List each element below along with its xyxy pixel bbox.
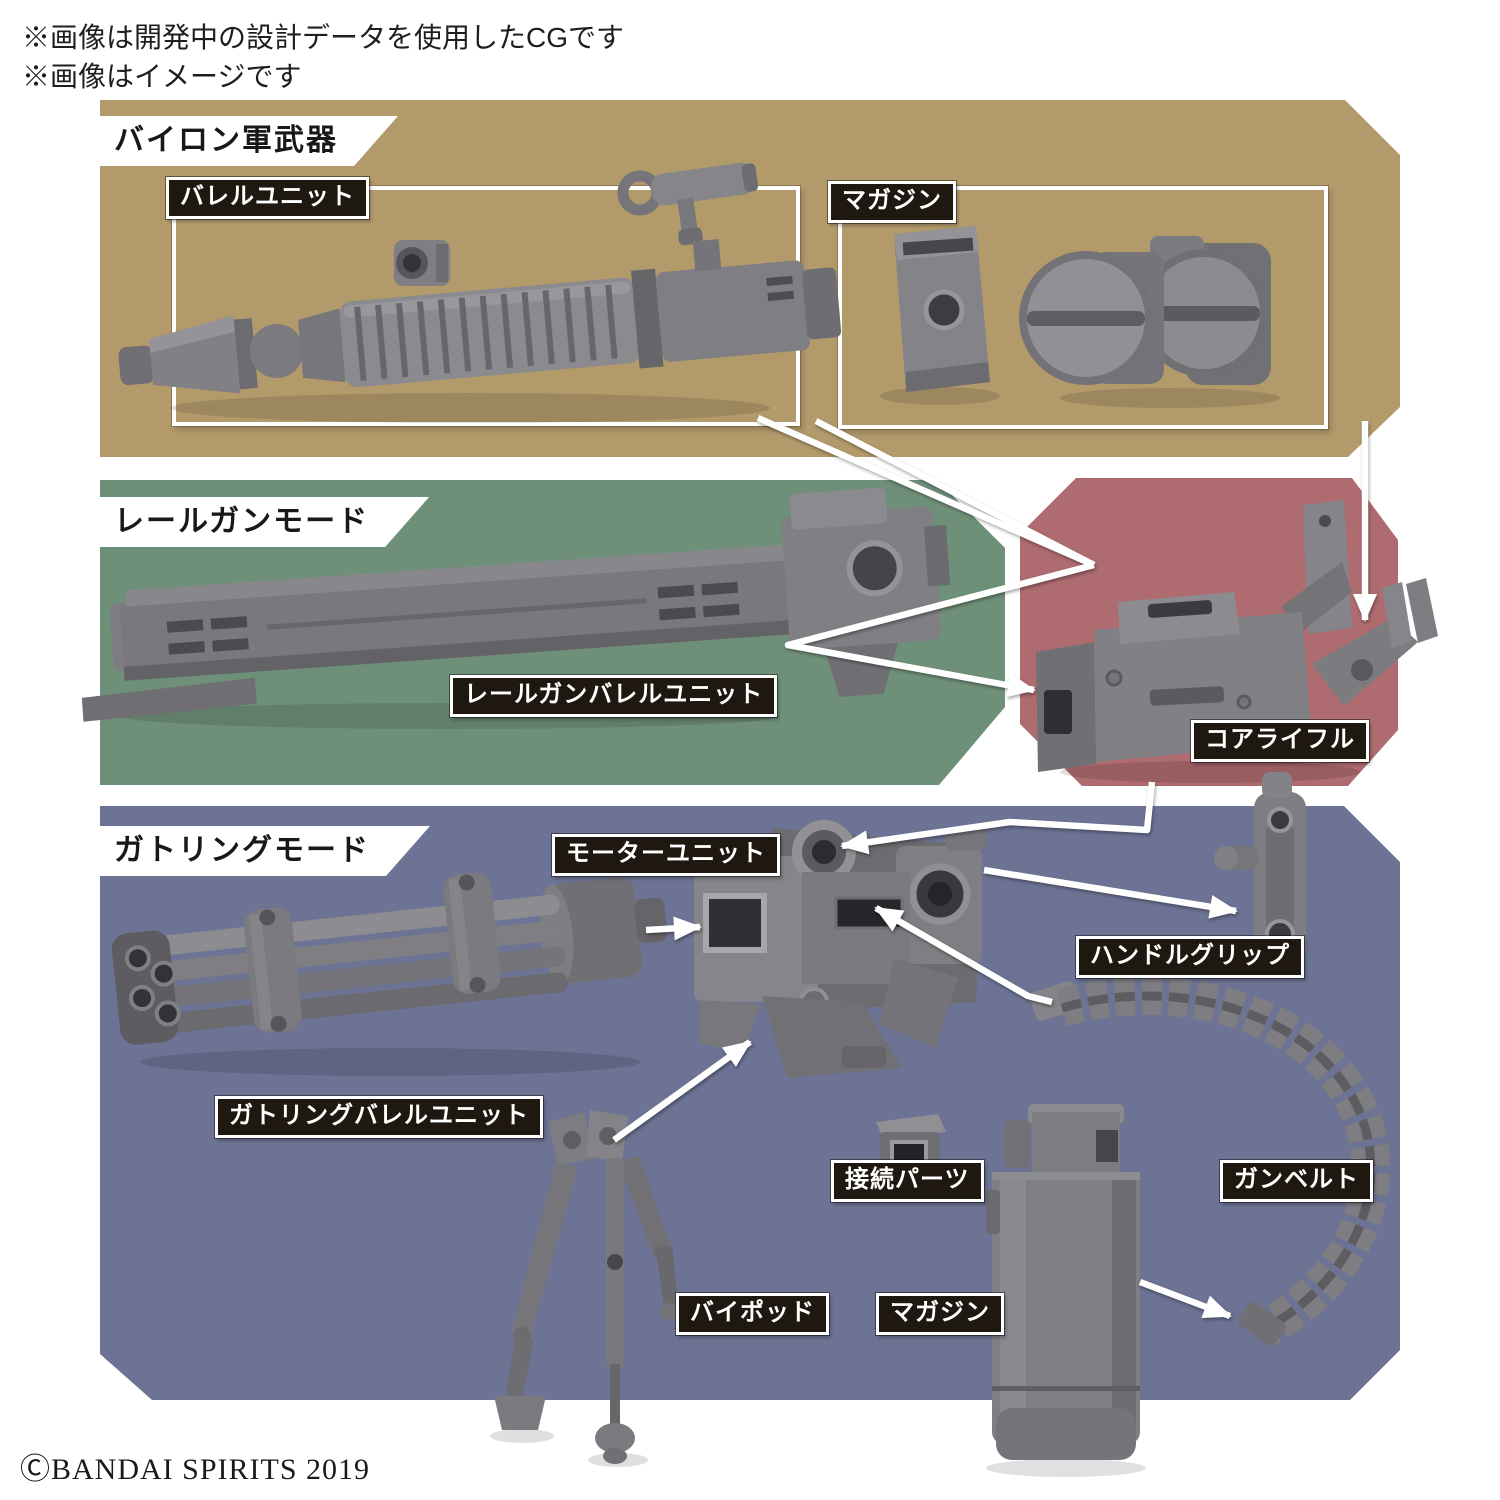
label-magazine-gatling: マガジン <box>876 1293 1004 1335</box>
label-motor-unit: モーターユニット <box>552 834 780 876</box>
label-magazine-byron: マガジン <box>828 181 956 223</box>
header-byron-weapons: バイロン軍武器 <box>100 116 398 166</box>
header-gatling-mode: ガトリングモード <box>100 826 430 876</box>
label-gun-belt: ガンベルト <box>1220 1160 1373 1202</box>
note-line-2: ※画像はイメージです <box>22 61 302 92</box>
barrel-unit-group-box <box>172 186 800 426</box>
label-bipod: バイポッド <box>676 1293 829 1335</box>
label-gatling-barrel-unit: ガトリングバレルユニット <box>215 1096 543 1138</box>
header-railgun-mode: レールガンモード <box>100 497 429 547</box>
label-handle-grip: ハンドルグリップ <box>1076 936 1304 978</box>
label-core-rifle: コアライフル <box>1191 720 1369 762</box>
note-line-1: ※画像は開発中の設計データを使用したCGです <box>22 22 625 53</box>
label-connector-parts: 接続パーツ <box>831 1160 984 1202</box>
label-railgun-barrel-unit: レールガンバレルユニット <box>450 675 778 717</box>
copyright-text: ⒸBANDAI SPIRITS 2019 <box>20 1453 371 1486</box>
label-barrel-unit: バレルユニット <box>166 177 369 219</box>
disclaimer-notes: ※画像は開発中の設計データを使用したCGです ※画像はイメージです <box>22 18 624 96</box>
